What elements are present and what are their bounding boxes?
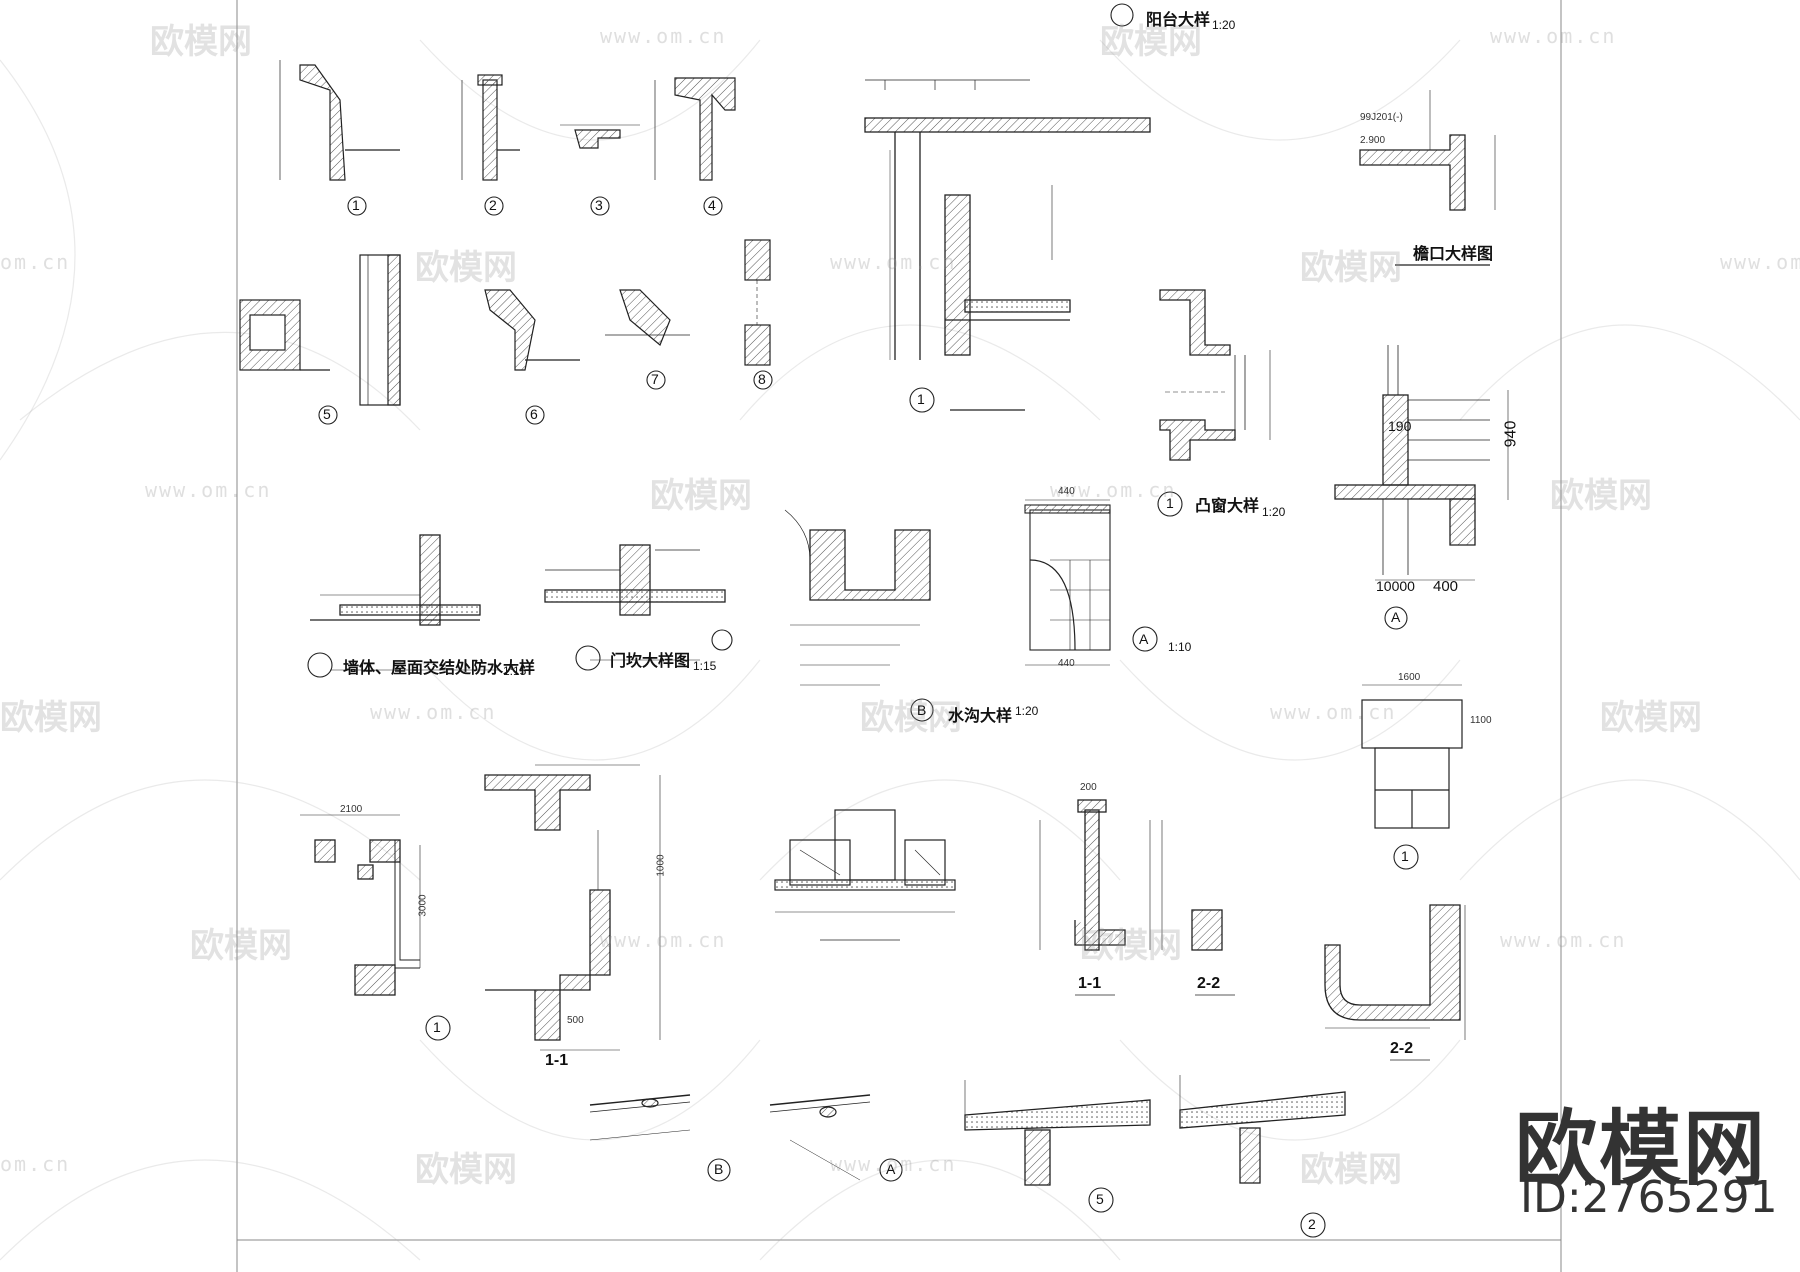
marker-2: 2	[489, 197, 497, 213]
section-1-1-small	[1039, 799, 1126, 996]
parapet-section-a	[1334, 345, 1509, 581]
gutter-section	[784, 509, 931, 686]
watermark-arcs	[0, 39, 1800, 1261]
section-2-2-channel-title: 2-2	[1390, 1040, 1414, 1057]
marker-circles	[307, 3, 1419, 1238]
balcony-detail-scale: 1:20	[1212, 18, 1236, 32]
dim-1100: 1100	[1470, 715, 1492, 726]
dim-200: 200	[1080, 782, 1097, 793]
dim-2100: 2100	[340, 804, 363, 815]
detail-a-scale: 1:10	[1168, 640, 1192, 654]
brand-logo-text: 欧模网	[1515, 1102, 1768, 1197]
marker-slab-5: 5	[1096, 1191, 1104, 1207]
threshold-title: 门坎大样图	[610, 653, 691, 670]
cornice-detail-3	[560, 124, 640, 149]
plan-detail-1	[300, 814, 421, 996]
marker-7: 7	[651, 371, 659, 387]
slope-detail-a	[769, 1094, 871, 1181]
section-2-2-small	[1149, 820, 1235, 996]
dim-500: 500	[567, 1015, 584, 1026]
detail-7	[605, 289, 690, 346]
dim-1000: 1000	[655, 854, 667, 877]
bay-window-scale: 1:20	[1262, 505, 1286, 519]
eave-ref-code: 99J201(-)	[1360, 112, 1403, 123]
marker-4: 4	[708, 197, 716, 213]
dim-440-top: 440	[1058, 486, 1075, 497]
balcony-section	[864, 79, 1151, 411]
slope-detail-b	[589, 1094, 691, 1141]
eave-section	[1359, 90, 1496, 266]
detail-6	[484, 289, 580, 371]
marker-box-1: 1	[1401, 848, 1409, 864]
cornice-detail-1	[279, 60, 400, 181]
slab-detail-2	[1179, 1075, 1346, 1184]
dim-10000: 10000	[1376, 578, 1415, 594]
section-2-2-small-title: 2-2	[1197, 975, 1221, 992]
slab-detail-5	[964, 1080, 1151, 1186]
threshold-section	[544, 544, 726, 661]
gutter-number: B	[917, 702, 927, 718]
marker-slab-2: 2	[1308, 1216, 1316, 1232]
bay-window-title: 凸窗大样	[1195, 498, 1260, 515]
dim-190: 190	[1388, 418, 1412, 434]
wall-roof-scale: 1:15	[503, 664, 527, 678]
dim-940: 940	[1502, 420, 1520, 448]
section-1-1-large	[484, 764, 661, 1051]
roof-parapet-middle	[774, 809, 956, 941]
detail-8	[744, 239, 771, 366]
marker-3: 3	[595, 197, 603, 213]
bay-window-section	[1159, 289, 1271, 461]
marker-5: 5	[323, 406, 331, 422]
eave-level: 2.900	[1360, 135, 1386, 146]
detail-a-number: A	[1139, 631, 1149, 647]
gutter-scale: 1:20	[1015, 704, 1039, 718]
marker-slope-b: B	[714, 1161, 724, 1177]
marker-balcony-1: 1	[917, 391, 925, 407]
dim-3000: 3000	[417, 894, 429, 917]
marker-parapet-a: A	[1391, 609, 1401, 625]
cornice-detail-4	[654, 77, 736, 181]
bay-window-number: 1	[1166, 495, 1174, 511]
wall-roof-title: 墙体、屋面交结处防水大样	[343, 660, 536, 677]
eave-detail-title: 檐口大样图	[1413, 246, 1494, 263]
cornice-detail-2	[461, 74, 520, 181]
detail-long-column	[359, 254, 401, 406]
marker-8: 8	[758, 371, 766, 387]
threshold-scale: 1:15	[693, 659, 717, 673]
detail-5	[239, 299, 330, 371]
section-1-1-small-title: 1-1	[1078, 975, 1102, 992]
wall-roof-junction	[310, 534, 500, 671]
balcony-detail-title: 阳台大样	[1146, 12, 1211, 29]
marker-slope-a: A	[886, 1161, 896, 1177]
dim-440-bottom: 440	[1058, 658, 1075, 669]
marker-1: 1	[352, 197, 360, 213]
section-1-1-large-title: 1-1	[545, 1052, 569, 1069]
marker-6: 6	[530, 406, 538, 422]
brand-id: ID:2765291	[1520, 1172, 1778, 1223]
marker-plan-1: 1	[433, 1019, 441, 1035]
gutter-title: 水沟大样	[948, 708, 1013, 725]
dim-400: 400	[1433, 578, 1459, 595]
dim-1600: 1600	[1398, 672, 1421, 683]
section-2-2-channel	[1324, 904, 1466, 1061]
ornament-detail-a	[1024, 499, 1111, 666]
box-detail-1	[1361, 684, 1463, 829]
